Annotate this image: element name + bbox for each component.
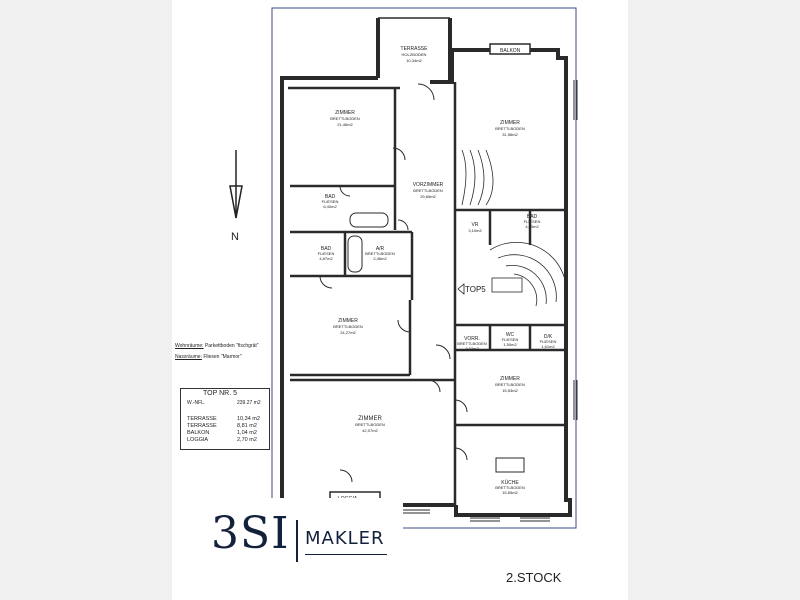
room-kueche-sub: BRETTLBODEN bbox=[495, 485, 525, 490]
area-row-label: TERRASSE bbox=[187, 423, 217, 429]
room-zimmer-sw-sub: BRETTLBODEN bbox=[355, 422, 385, 427]
room-dk-area: 1,61m2 bbox=[541, 344, 555, 349]
room-vr-area: 3,10m2 bbox=[468, 228, 482, 233]
room-bad2-area: 4,87m2 bbox=[319, 256, 333, 261]
room-bad1-name: BAD bbox=[325, 194, 336, 200]
area-table: TOP NR. 5 W.-NFL. 239.27 m2 TERRASSE TER… bbox=[180, 388, 270, 450]
room-bad3-name: BAD bbox=[527, 214, 538, 220]
room-zimmer-w-name: ZIMMER bbox=[338, 318, 358, 324]
room-zimmer-sw-name: ZIMMER bbox=[358, 416, 382, 422]
area-table-wnfl-value: 239.27 m2 bbox=[237, 400, 261, 406]
exterior-walls bbox=[280, 17, 572, 517]
floor-label: 2.STOCK bbox=[506, 570, 562, 585]
room-vorzimmer-area: 29,65m2 bbox=[420, 194, 436, 199]
logo-word: MAKLER bbox=[305, 528, 385, 549]
area-table-wnfl-label: W.-NFL. bbox=[187, 400, 206, 406]
logo-divider bbox=[296, 520, 298, 562]
room-vorzimmer-name: VORZIMMER bbox=[413, 182, 444, 188]
room-zimmer-sw-area: 42,07m2 bbox=[362, 428, 378, 433]
staircase-upper bbox=[461, 149, 494, 206]
room-zimmer-ne-name: ZIMMER bbox=[500, 120, 520, 126]
room-balkon-name: BALKON bbox=[500, 48, 521, 54]
room-vorr-name: VORR. bbox=[464, 336, 480, 342]
staircase-lower bbox=[489, 241, 567, 307]
room-zimmer-w-sub: BRETTLBODEN bbox=[333, 324, 363, 329]
plan-frame bbox=[271, 7, 577, 529]
area-row-value: 8,81 m2 bbox=[237, 423, 257, 429]
north-arrow-icon bbox=[229, 150, 243, 219]
area-row-value: 1,04 m2 bbox=[237, 430, 257, 436]
windows bbox=[400, 80, 578, 522]
room-bad1-area: 6,40m2 bbox=[323, 204, 337, 209]
room-zimmer-nw-name: ZIMMER bbox=[335, 110, 355, 116]
room-vorzimmer-sub: BRETTLBODEN bbox=[413, 188, 443, 193]
area-table-values: 10,34 m2 8,81 m2 1,04 m2 2,70 m2 bbox=[237, 416, 260, 444]
room-wc-sub: FLIESEN bbox=[502, 337, 519, 342]
legend-nassraeume-title: Nassräume: bbox=[175, 354, 202, 360]
room-kueche-area: 15,65m2 bbox=[502, 490, 518, 495]
room-dk-name: D/K bbox=[544, 334, 553, 340]
room-wc-name: WC bbox=[506, 332, 515, 338]
room-bad2-name: BAD bbox=[321, 246, 332, 252]
room-bad3-area: 4,65m2 bbox=[525, 224, 539, 229]
room-labels: TERRASSE HOLZBODEN 10,34m2 ZIMMER BRETTL… bbox=[318, 46, 557, 495]
doors bbox=[319, 83, 468, 483]
logo-brand: 3SI bbox=[211, 508, 290, 559]
legend-wohnraeume-text: Parkettboden "fischgrät" bbox=[204, 343, 259, 349]
room-bad1-sub: FLIESEN bbox=[322, 199, 339, 204]
interior-walls bbox=[288, 82, 566, 505]
room-bad2-sub: FLIESEN bbox=[318, 251, 335, 256]
area-row-label: LOGGIA bbox=[187, 437, 209, 443]
room-terrasse-area: 10,34m2 bbox=[406, 58, 422, 63]
area-row-value: 10,34 m2 bbox=[237, 416, 260, 422]
top-marker-icon bbox=[457, 283, 465, 295]
legend-wohnraeume-title: Wohnräume: bbox=[175, 343, 204, 349]
room-terrasse-name: TERRASSE bbox=[401, 46, 429, 52]
legend-wohnraeume: Wohnräume: Parkettboden "fischgrät" bbox=[175, 343, 259, 349]
legend-nassraeume-text: Fliesen "Marmor" bbox=[203, 354, 242, 360]
bathtub-icon bbox=[349, 212, 389, 228]
room-zimmer-e-area: 15,53m2 bbox=[502, 388, 518, 393]
room-ar-sub: BRETTLBODEN bbox=[365, 251, 395, 256]
room-ar-area: 2,46m2 bbox=[373, 256, 387, 261]
room-zimmer-w-area: 24,27m2 bbox=[340, 330, 356, 335]
top-label: TOP5 bbox=[465, 285, 486, 294]
area-row-value: 2,70 m2 bbox=[237, 437, 257, 443]
room-zimmer-e-name: ZIMMER bbox=[500, 376, 520, 382]
balkon-outline bbox=[489, 43, 531, 55]
room-vorr-area: 3,03m2 bbox=[465, 346, 479, 351]
room-zimmer-ne-sub: BRETTLBODEN bbox=[495, 126, 525, 131]
room-ar-name: A/R bbox=[376, 246, 385, 252]
logo-underline bbox=[305, 554, 387, 555]
area-table-labels: TERRASSE TERRASSE BALKON LOGGIA bbox=[187, 416, 217, 444]
bathtub-icon bbox=[347, 235, 363, 273]
room-dk-sub: FLIESEN bbox=[540, 339, 557, 344]
room-zimmer-nw-sub: BRETTLBODEN bbox=[330, 116, 360, 121]
area-row-label: TERRASSE bbox=[187, 416, 217, 422]
area-row-label: BALKON bbox=[187, 430, 210, 436]
kitchen-island-icon bbox=[495, 457, 525, 473]
room-zimmer-nw-area: 21,46m2 bbox=[337, 122, 353, 127]
room-vr-name: VR bbox=[472, 222, 479, 228]
room-terrasse-sub: HOLZBODEN bbox=[402, 52, 427, 57]
room-kueche-name: KÜCHE bbox=[501, 479, 519, 486]
area-table-title: TOP NR. 5 bbox=[203, 390, 237, 397]
room-zimmer-ne-area: 31,56m2 bbox=[502, 132, 518, 137]
room-zimmer-e-sub: BRETTLBODEN bbox=[495, 382, 525, 387]
north-label: N bbox=[231, 231, 239, 243]
makler-logo: 3SI MAKLER bbox=[195, 498, 403, 584]
legend-nassraeume: Nassräume: Fliesen "Marmor" bbox=[175, 354, 242, 360]
room-vorr-sub: BRETTLBODEN bbox=[457, 341, 487, 346]
room-bad3-sub: FLIESEN bbox=[524, 219, 541, 224]
room-wc-area: 1,50m2 bbox=[503, 342, 517, 347]
